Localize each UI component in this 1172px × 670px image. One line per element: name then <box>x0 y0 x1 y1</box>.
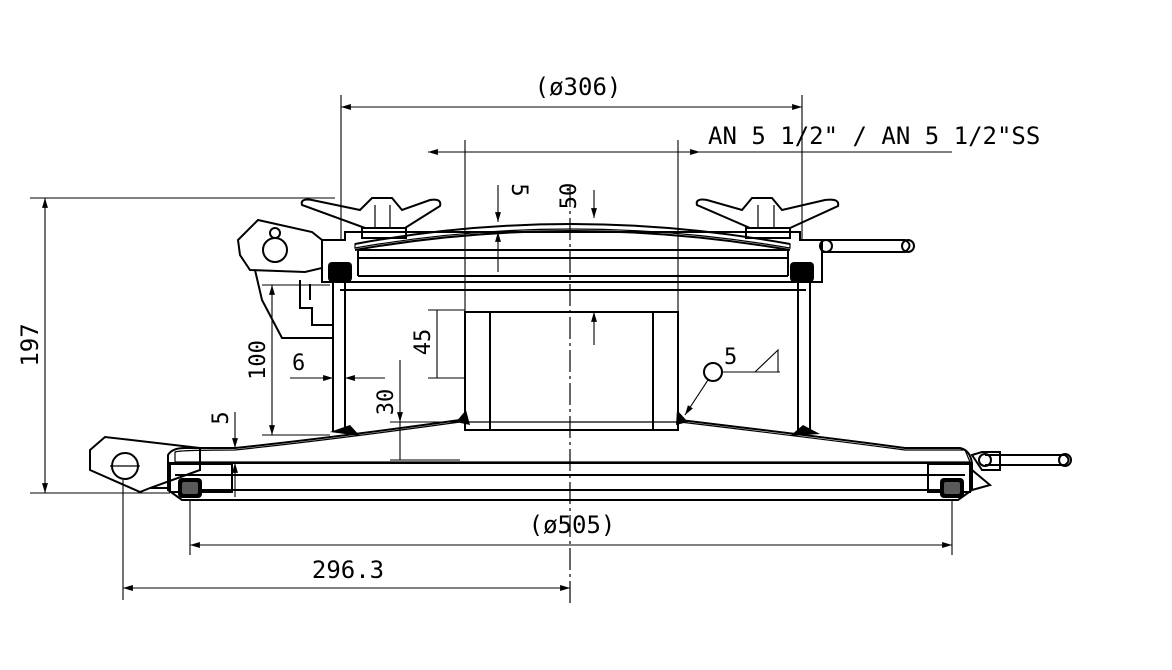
dim-base-thickness: 5 <box>209 411 238 497</box>
base-flange <box>167 419 973 501</box>
collar-offset-label: 30 <box>374 389 399 416</box>
neck-shell <box>330 282 820 436</box>
hinge-offset-label: 296.3 <box>312 556 384 584</box>
dim-hinge-offset: 296.3 <box>122 480 570 600</box>
dim-wall-thickness: 6 <box>290 351 385 381</box>
center-collar <box>456 311 688 431</box>
wing-nut-right <box>695 197 840 239</box>
base-handle <box>970 451 1072 491</box>
wing-nut-left <box>300 197 442 239</box>
lid-handle <box>809 239 915 345</box>
dim-neck-height: 100 <box>246 284 330 436</box>
dim-collar-offset: 30 <box>374 360 460 461</box>
wall-thickness-label: 6 <box>292 351 305 376</box>
neck-height-label: 100 <box>246 340 271 380</box>
overall-height-label: 197 <box>16 323 44 366</box>
collar-height-label: 45 <box>411 329 436 356</box>
dim-top-diameter: (ø306) <box>340 73 803 240</box>
lid-hinge <box>236 218 333 339</box>
dim-connection: AN 5 1/2" / AN 5 1/2"SS <box>428 122 1040 312</box>
bottom-diameter-label: (ø505) <box>529 511 616 539</box>
top-diameter-label: (ø306) <box>535 73 622 101</box>
weld-size-label: 5 <box>724 345 737 370</box>
base-thickness-label: 5 <box>209 411 234 424</box>
dim-overall-height: 197 <box>16 197 335 494</box>
base-hinge <box>89 435 201 494</box>
dim-lid-dome: 50 <box>557 183 597 345</box>
dim-lid-thickness: 5 <box>495 183 531 272</box>
lid-thickness-label: 5 <box>506 183 531 196</box>
connection-label: AN 5 1/2" / AN 5 1/2"SS <box>708 122 1040 150</box>
weld-symbol: 5 <box>684 345 780 416</box>
dim-collar-height: 45 <box>411 309 465 379</box>
dim-bottom-diameter: (ø505) <box>189 500 953 555</box>
lid-dome-label: 50 <box>557 183 582 210</box>
lid-frame <box>321 223 823 291</box>
